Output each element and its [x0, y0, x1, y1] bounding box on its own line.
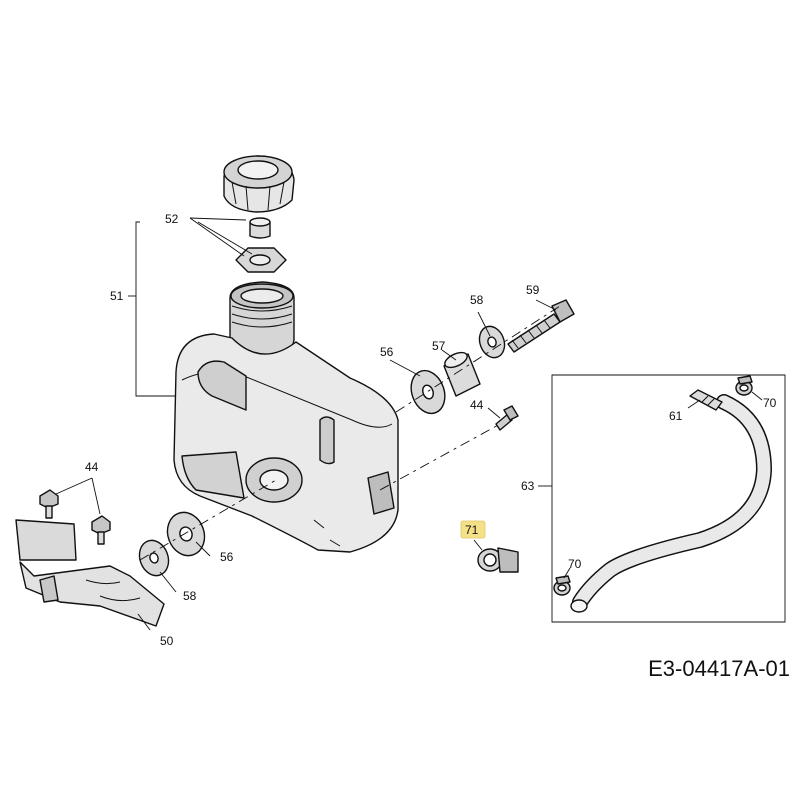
washer-58-top: [478, 325, 506, 359]
washer-56-top: [410, 369, 446, 415]
centerline-outlet: [139, 479, 277, 561]
hose-clamp-70-top: [735, 375, 753, 396]
callout-61: 61: [669, 409, 683, 423]
drawing-code: E3-04417A-01: [648, 656, 790, 681]
vent-valve: [235, 247, 287, 273]
callout-56-top: 56: [380, 345, 394, 359]
callout-56-bottom: 56: [220, 550, 234, 564]
callout-52: 52: [165, 212, 179, 226]
hose-group-frame: [551, 374, 786, 623]
bracket-50: [15, 519, 165, 627]
fitting-61: [689, 389, 723, 411]
callout-58-bottom: 58: [183, 589, 197, 603]
fuel-cap: [223, 155, 295, 213]
clip-71: [477, 547, 519, 573]
fuel-tank: [173, 281, 399, 553]
callout-58-top: 58: [470, 293, 484, 307]
screw-44-right: [495, 405, 519, 431]
cap-gasket: [249, 217, 271, 239]
callout-70-bottom: 70: [568, 557, 582, 571]
fuel-hose-63: [570, 394, 773, 613]
hose-clamp-70-bottom: [553, 575, 571, 596]
callout-44-right: 44: [470, 398, 484, 412]
callout-71: 71: [465, 523, 479, 537]
callout-44-left: 44: [85, 460, 99, 474]
leader-lines: [55, 217, 763, 631]
washer-56-bottom: [166, 511, 206, 557]
callout-51: 51: [110, 289, 124, 303]
screw-44-upper-left: [39, 489, 59, 519]
callout-71-highlight: [460, 520, 486, 539]
spacer-57: [443, 351, 481, 397]
screw-44-lower-left: [91, 515, 111, 545]
washer-58-bottom: [138, 539, 170, 577]
bolt-59: [507, 299, 575, 353]
callout-70-top: 70: [763, 396, 777, 410]
callout-57: 57: [432, 339, 446, 353]
callout-50: 50: [160, 634, 174, 648]
centerline-bolt: [395, 305, 561, 413]
callout-63: 63: [521, 479, 535, 493]
callout-59: 59: [526, 283, 540, 297]
